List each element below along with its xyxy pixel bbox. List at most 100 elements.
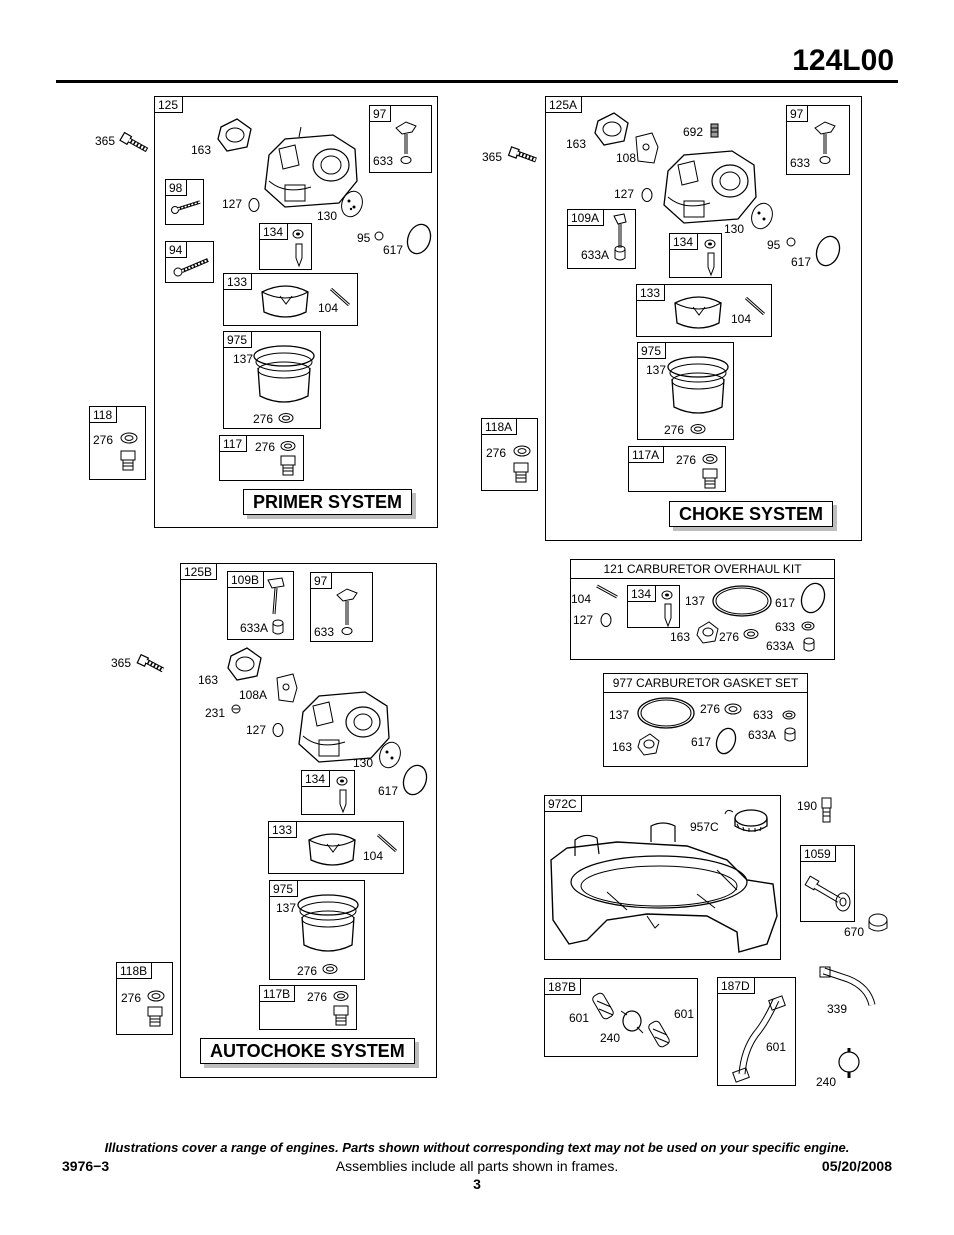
gasket-icon <box>227 647 262 681</box>
seat-icon <box>661 590 673 600</box>
part-label: 130 <box>317 209 338 223</box>
part-label: 617 <box>691 735 712 749</box>
part-label: 339 <box>827 1002 848 1016</box>
plate-icon <box>341 190 363 218</box>
choke-system-label: CHOKE SYSTEM <box>669 501 834 527</box>
assembly-125b-frame: 125B 109B 633A 97 633 163 108A 231 <box>180 563 437 1078</box>
page-title: 124L00 <box>792 44 894 77</box>
plug-icon <box>147 1006 163 1027</box>
pin-icon <box>596 584 618 599</box>
fuel-tank-frame: 972C 957C <box>544 795 781 960</box>
washer-icon <box>278 413 294 423</box>
bowl-nut-icon <box>333 1005 349 1026</box>
part-label: 276 <box>486 446 507 460</box>
kit-98-frame: 98 <box>165 179 204 225</box>
part-label: 276 <box>719 630 740 644</box>
part-label: 633 <box>373 154 394 168</box>
part-label: 633A <box>748 728 777 742</box>
kit-133-frame: 133 104 <box>636 284 772 337</box>
frame-tag: 117B <box>259 985 296 1002</box>
choke-shaft-icon <box>613 213 627 248</box>
part-label: 95 <box>357 231 371 245</box>
needle-icon <box>339 789 347 814</box>
seat-icon <box>292 229 304 239</box>
part-label: 163 <box>566 137 587 151</box>
float-bowl-icon <box>667 356 729 414</box>
part-label: 617 <box>383 243 404 257</box>
part-label: 108A <box>239 688 268 702</box>
kit-97-frame: 97 633 <box>310 572 373 642</box>
frame-tag: 109A <box>567 209 605 226</box>
part-label: 633 <box>790 156 811 170</box>
float-bowl-icon <box>253 345 315 403</box>
kit-118a-frame: 118A 276 <box>481 418 538 491</box>
kit-118b-frame: 118B 276 <box>116 962 173 1035</box>
frame-tag: 133 <box>268 821 298 838</box>
kit-975-frame: 975 137 276 <box>269 880 365 980</box>
part-label: 633 <box>314 625 335 639</box>
part-label: 127 <box>573 613 594 627</box>
carburetor-icon <box>264 126 358 208</box>
oring-icon <box>641 188 653 202</box>
frame-tag: 118B <box>116 962 153 979</box>
washer-icon <box>724 703 742 715</box>
frame-tag: 125 <box>154 96 184 113</box>
washer-icon <box>743 629 759 639</box>
washer-icon <box>702 454 718 464</box>
part-label: 276 <box>253 412 274 426</box>
part-label: 365 <box>482 150 503 164</box>
part-label: 95 <box>767 238 781 252</box>
needle-icon <box>664 603 672 628</box>
bolt-icon <box>136 653 165 673</box>
part-label: 617 <box>775 596 796 610</box>
part-label: 276 <box>297 964 318 978</box>
part-label: 365 <box>111 656 132 670</box>
hose-clamp-icon <box>648 1020 670 1048</box>
part-label: 617 <box>378 784 399 798</box>
washer-icon <box>322 964 338 974</box>
fuel-filter-icon <box>838 1048 860 1078</box>
fuel-line-187b-frame: 187B 601 240 601 <box>544 978 698 1057</box>
elbow-fitting-icon <box>804 875 851 912</box>
washer-icon <box>690 424 706 434</box>
seal-icon <box>784 727 796 742</box>
seat-icon <box>336 776 348 786</box>
kit-97-frame: 97 633 <box>786 105 850 175</box>
choke-plate-icon <box>635 132 659 164</box>
pin-icon <box>377 833 397 853</box>
assembly-125-frame: 125 163 127 130 95 617 97 633 98 <box>154 96 438 528</box>
kit-133-frame: 133 104 <box>223 273 358 326</box>
seal-ring-icon <box>406 223 432 255</box>
part-label: 127 <box>246 723 267 737</box>
frame-tag: 98 <box>165 179 188 196</box>
frame-tag: 975 <box>637 342 667 359</box>
gasket-icon <box>217 118 252 152</box>
kit-title: 121 CARBURETOR OVERHAUL KIT <box>571 560 834 579</box>
frame-tag: 133 <box>636 284 666 301</box>
kit-134-frame: 134 <box>627 585 680 628</box>
frame-tag: 117A <box>628 446 665 463</box>
frame-tag: 118A <box>481 418 518 435</box>
seal-icon <box>803 637 815 652</box>
kit-134-frame: 134 <box>301 770 355 815</box>
part-label: 163 <box>198 673 219 687</box>
part-label: 957C <box>690 820 719 834</box>
primer-bulb-icon <box>336 588 358 635</box>
choke-plate-icon <box>276 673 298 703</box>
fuel-filter-icon <box>620 1010 644 1034</box>
frame-tag: 972C <box>544 795 582 812</box>
bowl-gasket-icon <box>637 697 695 729</box>
oring-icon <box>248 198 260 212</box>
float-bowl-icon <box>297 894 359 952</box>
frame-tag: 134 <box>259 223 289 240</box>
part-label: 601 <box>569 1011 590 1025</box>
part-label: 276 <box>664 423 685 437</box>
needle-icon <box>707 252 715 277</box>
idle-screw-icon <box>171 200 201 214</box>
autochoke-system-label: AUTOCHOKE SYSTEM <box>200 1038 415 1064</box>
seal-ring-icon <box>715 727 737 755</box>
gasket-icon <box>637 733 660 756</box>
frame-tag: 133 <box>223 273 253 290</box>
kit-117-frame: 117 276 <box>219 435 304 481</box>
kit-975-frame: 975 137 276 <box>637 342 734 440</box>
